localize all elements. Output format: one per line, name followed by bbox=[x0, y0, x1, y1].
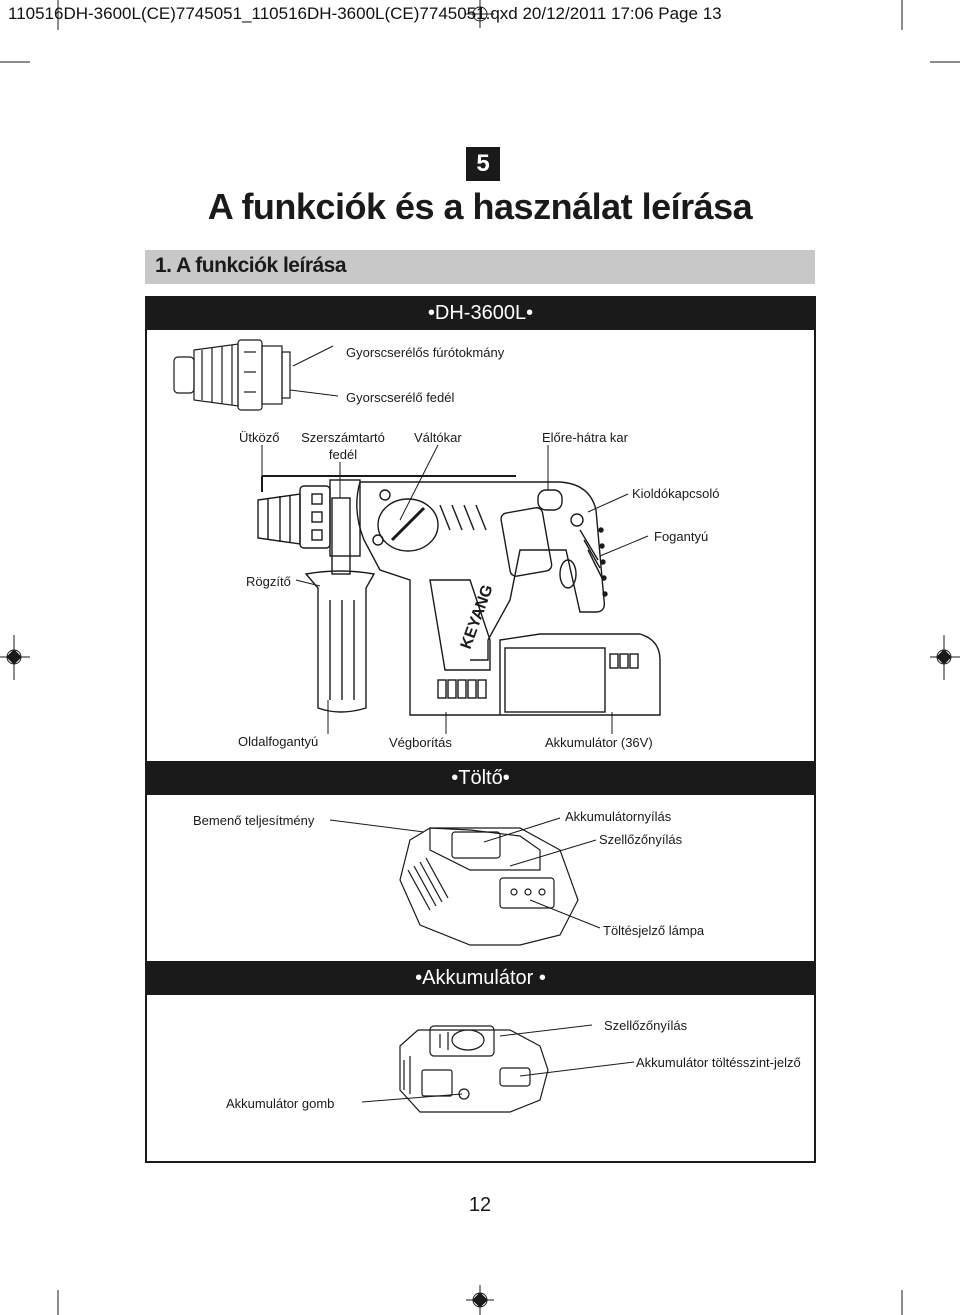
label-battery-vent: Szellőzőnyílás bbox=[604, 1018, 688, 1033]
registration-mark-left bbox=[0, 635, 30, 680]
label-end-cap: Végborítás bbox=[389, 735, 452, 750]
charger-drawing bbox=[399, 827, 579, 946]
battery-leaders bbox=[361, 1024, 635, 1103]
hammer-drill-drawing bbox=[257, 475, 661, 716]
label-quick-chuck: Gyorscserélős fúrótokmány bbox=[346, 345, 505, 360]
battery-drawing bbox=[399, 1025, 549, 1113]
hammer-heading: •DH-3600L• bbox=[427, 302, 534, 324]
label-tool-holder-2: fedél bbox=[328, 447, 358, 462]
label-stop: Ütköző bbox=[239, 430, 280, 445]
label-handle: Fogantyú bbox=[654, 529, 709, 544]
section-number-badge: 5 bbox=[466, 147, 500, 181]
registration-mark-bottom bbox=[466, 1285, 494, 1315]
label-fwd-rev: Előre-hátra kar bbox=[542, 430, 628, 445]
label-battery-button: Akkumulátor gomb bbox=[226, 1096, 335, 1111]
label-battery-level: Akkumulátor töltésszint-jelző bbox=[636, 1055, 801, 1070]
battery-heading: •Akkumulátor • bbox=[415, 967, 546, 989]
quick-chuck-drawing bbox=[173, 339, 291, 411]
label-clamp: Rögzítő bbox=[246, 574, 291, 589]
page-number: 12 bbox=[468, 1194, 492, 1216]
label-switch: Kioldókapcsoló bbox=[632, 486, 720, 501]
label-charge-lamp: Töltésjelző lámpa bbox=[603, 923, 705, 938]
print-slug: 110516DH-3600L(CE)7745051_110516DH-3600L… bbox=[8, 4, 722, 23]
label-battery: Akkumulátor (36V) bbox=[545, 735, 653, 750]
label-input-power: Bemenő teljesítmény bbox=[193, 813, 315, 828]
hammer-heading-bar: •DH-3600L• bbox=[145, 296, 816, 330]
hammer-leaders bbox=[261, 444, 649, 734]
subsection-header: 1. A funkciók leírása bbox=[145, 250, 815, 284]
subsection-title: 1. A funkciók leírása bbox=[155, 254, 347, 277]
label-charger-vent: Szellőzőnyílás bbox=[599, 832, 683, 847]
label-tool-holder: Szerszámtartó bbox=[301, 430, 385, 445]
label-mode-lever: Váltókar bbox=[414, 430, 462, 445]
charger-heading-bar: •Töltő• bbox=[145, 761, 816, 795]
charger-heading: •Töltő• bbox=[451, 767, 510, 789]
label-battery-slot: Akkumulátornyílás bbox=[565, 809, 672, 824]
content-frame bbox=[145, 296, 816, 1163]
registration-mark-top bbox=[466, 0, 494, 28]
page-title: A funkciók és a használat leírása bbox=[207, 186, 753, 227]
label-quick-cover: Gyorscserélő fedél bbox=[346, 390, 455, 405]
registration-mark-right bbox=[930, 635, 960, 680]
battery-heading-bar: •Akkumulátor • bbox=[145, 961, 816, 995]
label-side-handle: Oldalfogantyú bbox=[238, 734, 319, 749]
charger-leaders bbox=[329, 817, 601, 929]
